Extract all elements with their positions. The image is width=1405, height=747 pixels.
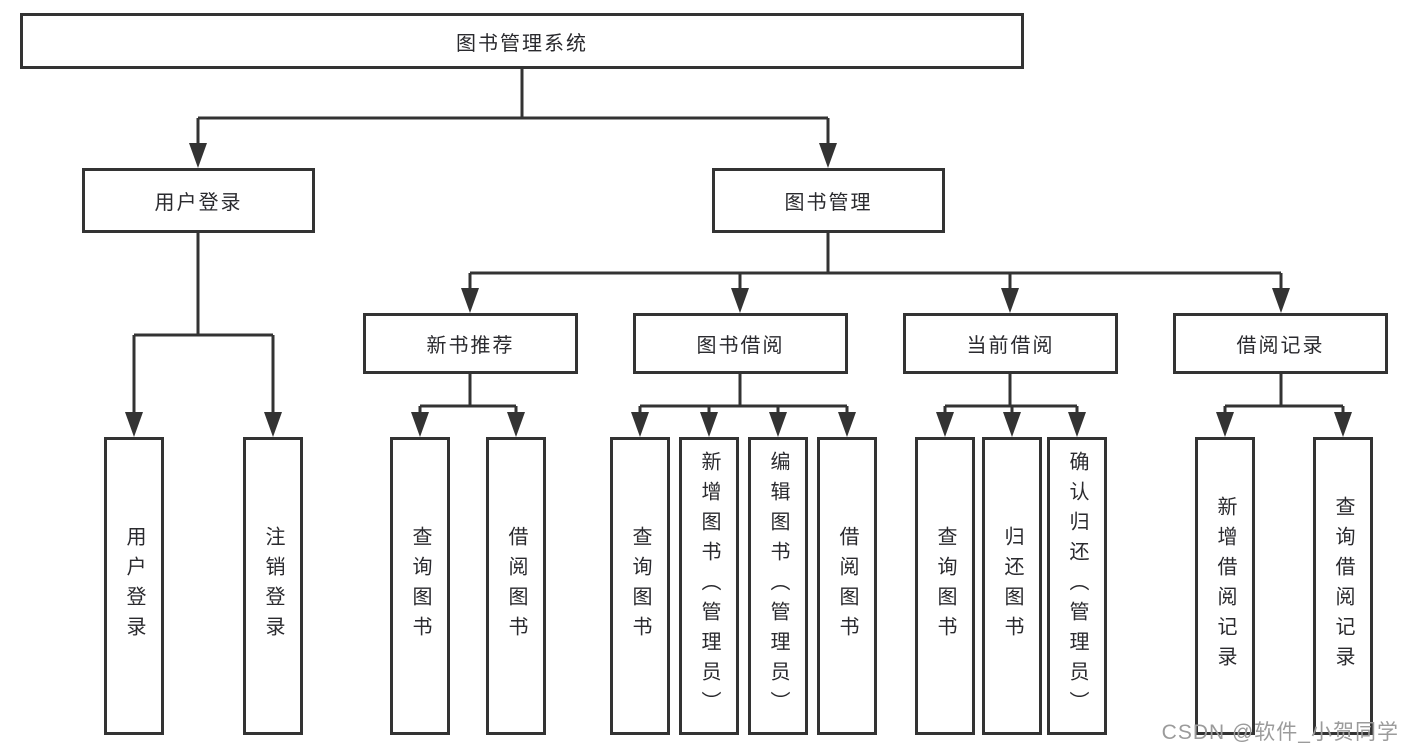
- node-current-borrowing: 当前借阅: [903, 313, 1118, 374]
- node-user-login: 用户登录: [82, 168, 315, 233]
- csdn-watermark: CSDN @软件_小贺同学: [1161, 721, 1399, 744]
- leaf-query-books-recommend: 查询图书: [390, 437, 450, 735]
- leaf-query-books-borrow: 查询图书: [610, 437, 670, 735]
- node-new-book-recommend: 新书推荐: [363, 313, 578, 374]
- leaf-borrow-books-recommend: 借阅图书: [486, 437, 546, 735]
- leaf-logout: 注销登录: [243, 437, 303, 735]
- node-book-management: 图书管理: [712, 168, 945, 233]
- node-book-borrowing: 图书借阅: [633, 313, 848, 374]
- leaf-user-login: 用户登录: [104, 437, 164, 735]
- leaf-query-books-current: 查询图书: [915, 437, 975, 735]
- node-borrowing-records: 借阅记录: [1173, 313, 1388, 374]
- leaf-confirm-return-admin: 确认归还（管理员）: [1047, 437, 1107, 735]
- leaf-edit-book-admin: 编辑图书（管理员）: [748, 437, 808, 735]
- leaf-return-books: 归还图书: [982, 437, 1042, 735]
- leaf-add-borrow-record: 新增借阅记录: [1195, 437, 1255, 735]
- leaf-add-book-admin: 新增图书（管理员）: [679, 437, 739, 735]
- leaf-borrow-books: 借阅图书: [817, 437, 877, 735]
- leaf-query-borrow-record: 查询借阅记录: [1313, 437, 1373, 735]
- arrowheads: [125, 143, 1352, 437]
- node-root-system: 图书管理系统: [20, 13, 1024, 69]
